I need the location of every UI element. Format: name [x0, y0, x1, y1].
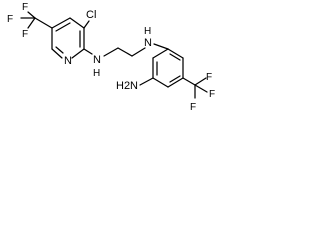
chemical-structure: Cl N F F F N H N H — [7, 2, 215, 113]
bond — [69, 17, 85, 29]
bond — [182, 77, 196, 86]
fluorine-label: F — [206, 72, 212, 83]
fluorine-label: F — [22, 29, 28, 40]
bond — [27, 11, 36, 19]
bond — [83, 48, 93, 55]
structure-canvas: Cl N F F F N H N H — [0, 0, 234, 123]
amine-nitrogen-left-label: N — [93, 54, 101, 66]
double-bond — [55, 46, 64, 54]
bond — [34, 17, 53, 29]
bond — [131, 47, 146, 57]
double-bond — [169, 75, 181, 83]
bond — [51, 48, 63, 59]
chlorine-label: Cl — [86, 9, 96, 21]
cf3-group-left: F F F — [7, 2, 53, 40]
amine-hydrogen-right-label: H — [144, 26, 151, 37]
bond — [152, 77, 169, 88]
double-bond — [169, 53, 181, 61]
pyridine-nitrogen-label: N — [64, 55, 72, 67]
bond — [194, 84, 208, 93]
cf3-group-right: F F F — [182, 72, 215, 113]
fluorine-label: F — [209, 89, 215, 100]
benzene-ring — [152, 43, 184, 88]
bond — [103, 47, 119, 57]
fluorine-label: F — [7, 14, 13, 25]
bond — [71, 48, 85, 59]
bond — [27, 17, 36, 29]
bond — [167, 48, 184, 59]
bond — [139, 77, 154, 86]
pyridine-ring — [51, 17, 85, 59]
bond — [153, 43, 169, 50]
bond — [194, 77, 207, 86]
bond — [152, 48, 169, 59]
amine-hydrogen-left-label: H — [93, 68, 100, 79]
fluorine-label: F — [22, 2, 28, 13]
amino-group-label: H2N — [116, 80, 138, 92]
amine-nitrogen-right-label: N — [144, 37, 152, 49]
fluorine-label: F — [190, 102, 196, 113]
bond — [117, 47, 133, 57]
ethylene-linker — [103, 47, 146, 57]
bond — [83, 20, 90, 29]
bond — [51, 17, 71, 29]
bond — [167, 77, 184, 88]
double-bond — [55, 22, 71, 32]
